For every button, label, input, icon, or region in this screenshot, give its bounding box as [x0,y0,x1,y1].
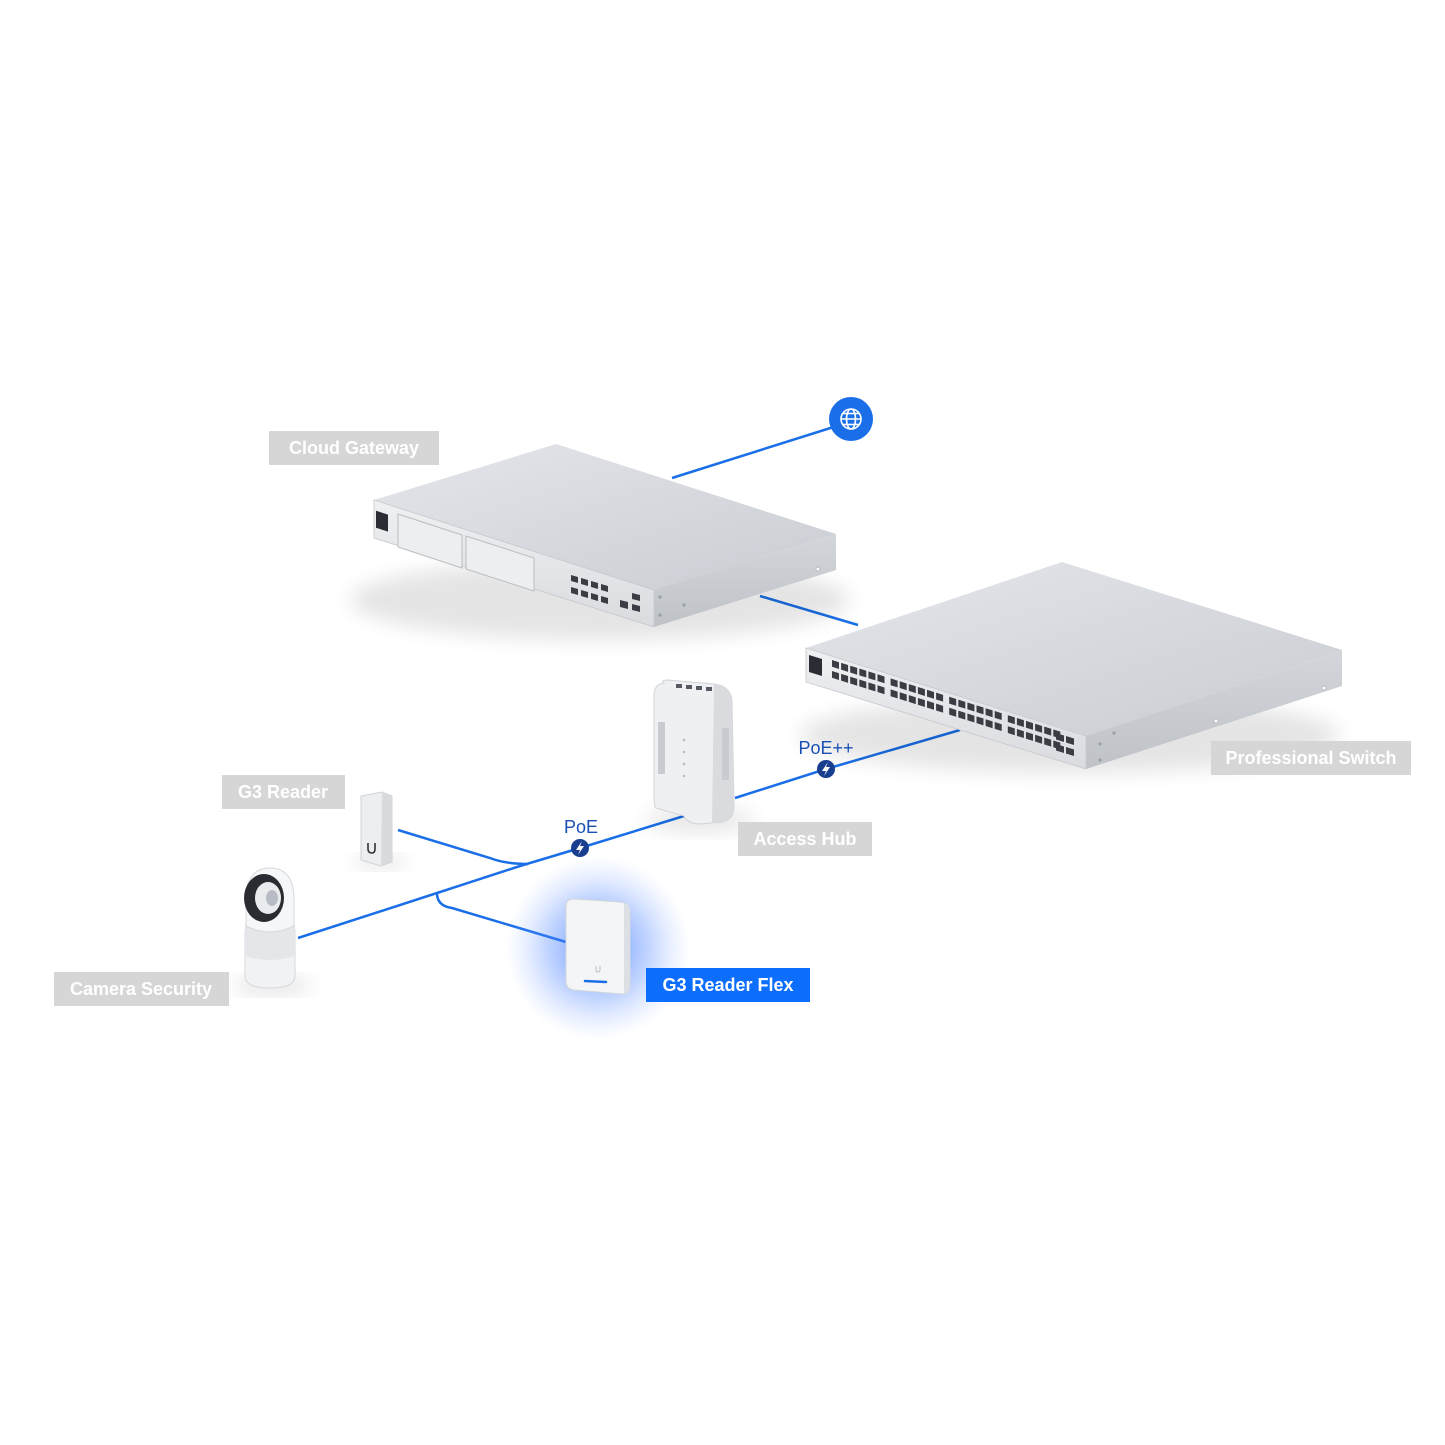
switch-ports [832,660,1074,756]
label-g3-reader-flex-text: G3 Reader Flex [662,975,793,995]
label-access-hub: Access Hub [738,822,872,856]
switch-port [1016,729,1024,739]
switch-sfp-port [1056,733,1064,742]
label-cloud-gateway-text: Cloud Gateway [289,438,419,458]
camera-security-device [232,867,312,993]
switch-port [859,668,867,678]
switch-port [949,696,957,706]
switch-port [877,674,885,684]
switch-port [976,705,984,715]
internet-globe [829,397,873,441]
cable-accesshub-trunk [297,814,685,940]
switch-port [1016,718,1024,728]
label-access-hub-text: Access Hub [753,829,856,849]
switch-port [958,710,966,720]
cable-gateway-internet [671,423,841,480]
switch-port [967,702,975,712]
switch-port [936,692,944,702]
switch-port [850,665,858,675]
label-g3-reader-text: G3 Reader [238,782,328,802]
gateway-ports [571,575,640,612]
switch-port [949,707,957,717]
access-hub-device [645,679,755,832]
switch-port [958,699,966,709]
lightning-bolt-icon [822,762,830,776]
switch-port [1044,726,1052,736]
label-camera-security: Camera Security [54,972,229,1006]
poe-plus-badge: PoE++ [798,738,854,778]
switch-port [868,682,876,692]
switch-sfp-port [1056,744,1064,753]
switch-port [967,713,975,723]
switch-port [1026,731,1033,741]
switch-port [908,684,916,694]
switch-port [908,695,916,705]
professional-switch-device [800,562,1342,773]
switch-port [1035,734,1043,744]
switch-port [917,697,925,707]
switch-port [890,689,898,699]
switch-port [1026,720,1033,730]
switch-port [1035,723,1043,733]
label-professional-switch: Professional Switch [1211,741,1411,775]
cable-g3-reader-flex [435,892,567,944]
switch-port [832,671,839,680]
switch-port [994,722,1002,732]
switch-port [985,719,993,729]
switch-port [899,681,907,691]
switch-port [877,685,885,695]
switch-port [890,678,898,688]
label-cloud-gateway: Cloud Gateway [269,431,439,465]
switch-port [917,686,925,696]
label-g3-reader: G3 Reader [222,775,345,809]
switch-sfp-port [1066,747,1074,756]
ubiquiti-logo-icon [367,843,376,854]
switch-port [899,692,907,702]
cloud-gateway-device [350,444,850,640]
switch-port [841,662,849,672]
cable-g3-reader [397,828,529,866]
switch-port [936,703,944,713]
poe-badge: PoE [564,817,598,857]
label-professional-switch-text: Professional Switch [1225,748,1396,768]
switch-port [1007,726,1015,736]
switch-port [985,708,993,718]
label-g3-reader-flex: G3 Reader Flex [646,968,810,1002]
lightning-bolt-icon [576,841,584,855]
switch-port [976,716,984,726]
globe-icon [840,408,862,430]
poe-label: PoE [564,817,598,837]
switch-sfp-port [1066,736,1074,745]
switch-port [850,676,858,686]
switch-port [859,679,867,689]
switch-port [1007,715,1015,725]
switch-port [868,671,876,681]
switch-port [927,689,934,699]
poe-plus-label: PoE++ [798,738,853,758]
label-camera-security-text: Camera Security [70,979,212,999]
switch-port [994,711,1002,721]
g3-reader-flex-device [506,856,690,1040]
switch-port [841,673,849,683]
switch-port [832,660,839,669]
g3-reader-device [352,791,408,868]
switch-port [1044,737,1052,747]
switch-port [927,700,934,710]
